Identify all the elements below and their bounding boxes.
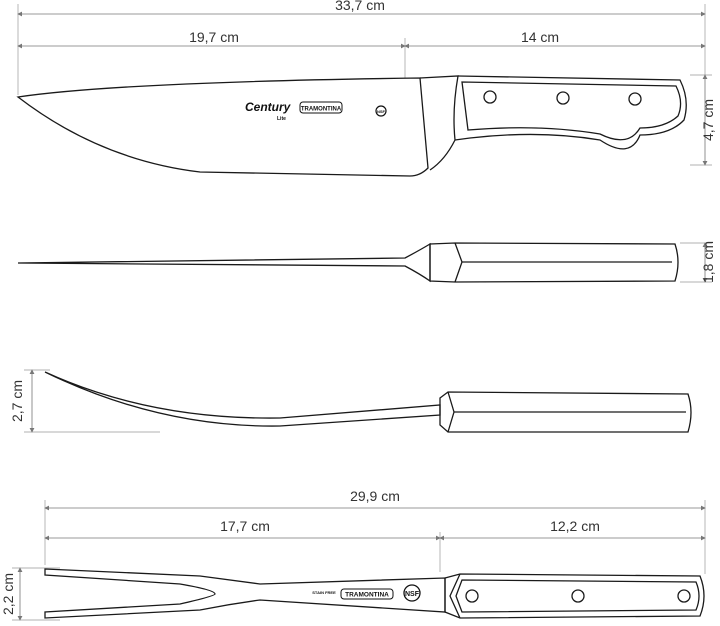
- knife-bolster: [419, 75, 459, 171]
- dimension-label-blade: 19,7 cm: [189, 29, 239, 45]
- knife-side-blade: [17, 242, 431, 283]
- logo-tramontina-frame: [299, 101, 343, 114]
- knife-top-view: 33,7 cm 19,7 cm 14 cm 4,7 cm Century Lit…: [16, 0, 716, 177]
- dimension-label-height: 4,7 cm: [700, 99, 716, 141]
- rivet-icon: [465, 589, 479, 603]
- knife-handle-inlay: [461, 81, 682, 141]
- logo-century: Century: [245, 100, 292, 114]
- dimension-label-fork-handle: 12,2 cm: [550, 518, 600, 534]
- knife-side-handle: [429, 242, 679, 283]
- logo-tramontina: TRAMONTINA: [301, 107, 342, 113]
- logo-stain-free: STAIN FREE: [312, 590, 336, 595]
- logo-nsf: NSF: [405, 591, 420, 598]
- fork-side-handle: [439, 391, 692, 433]
- fork-side-view: 2,7 cm: [9, 369, 692, 433]
- logo-lite: Lite: [277, 116, 286, 122]
- knife-blade: [16, 77, 429, 177]
- dimension-label-thickness: 1,8 cm: [700, 241, 716, 283]
- fork-handle: [444, 573, 705, 619]
- logo-tramontina-frame: [340, 588, 394, 600]
- fork-top-view: 29,9 cm 17,7 cm 12,2 cm 2,2 cm STAIN FRE…: [0, 488, 706, 621]
- dimension-label-tines: 17,7 cm: [220, 518, 270, 534]
- dimension-label-fork-height: 2,7 cm: [9, 380, 25, 422]
- rivet-icon: [571, 589, 585, 603]
- dimension-label-fork-total: 29,9 cm: [350, 488, 400, 504]
- rivet-icon: [677, 589, 691, 603]
- knife-handle: [454, 75, 687, 150]
- fork-tines: [44, 568, 446, 619]
- fork-handle-inlay: [455, 579, 700, 613]
- dimension-label-fork-width: 2,2 cm: [0, 573, 16, 615]
- rivet-icon: [483, 90, 497, 104]
- logo-nsf: NSF: [377, 109, 386, 114]
- nsf-seal-icon: [403, 584, 421, 602]
- knife-side-view: 1,8 cm: [17, 241, 716, 283]
- rivet-icon: [628, 92, 642, 106]
- dimension-label-handle: 14 cm: [521, 29, 559, 45]
- fork-side-tines: [44, 371, 441, 427]
- dimension-label-total: 33,7 cm: [335, 0, 385, 13]
- nsf-seal-icon: [375, 105, 387, 117]
- rivet-icon: [556, 91, 570, 105]
- logo-tramontina: TRAMONTINA: [345, 592, 389, 599]
